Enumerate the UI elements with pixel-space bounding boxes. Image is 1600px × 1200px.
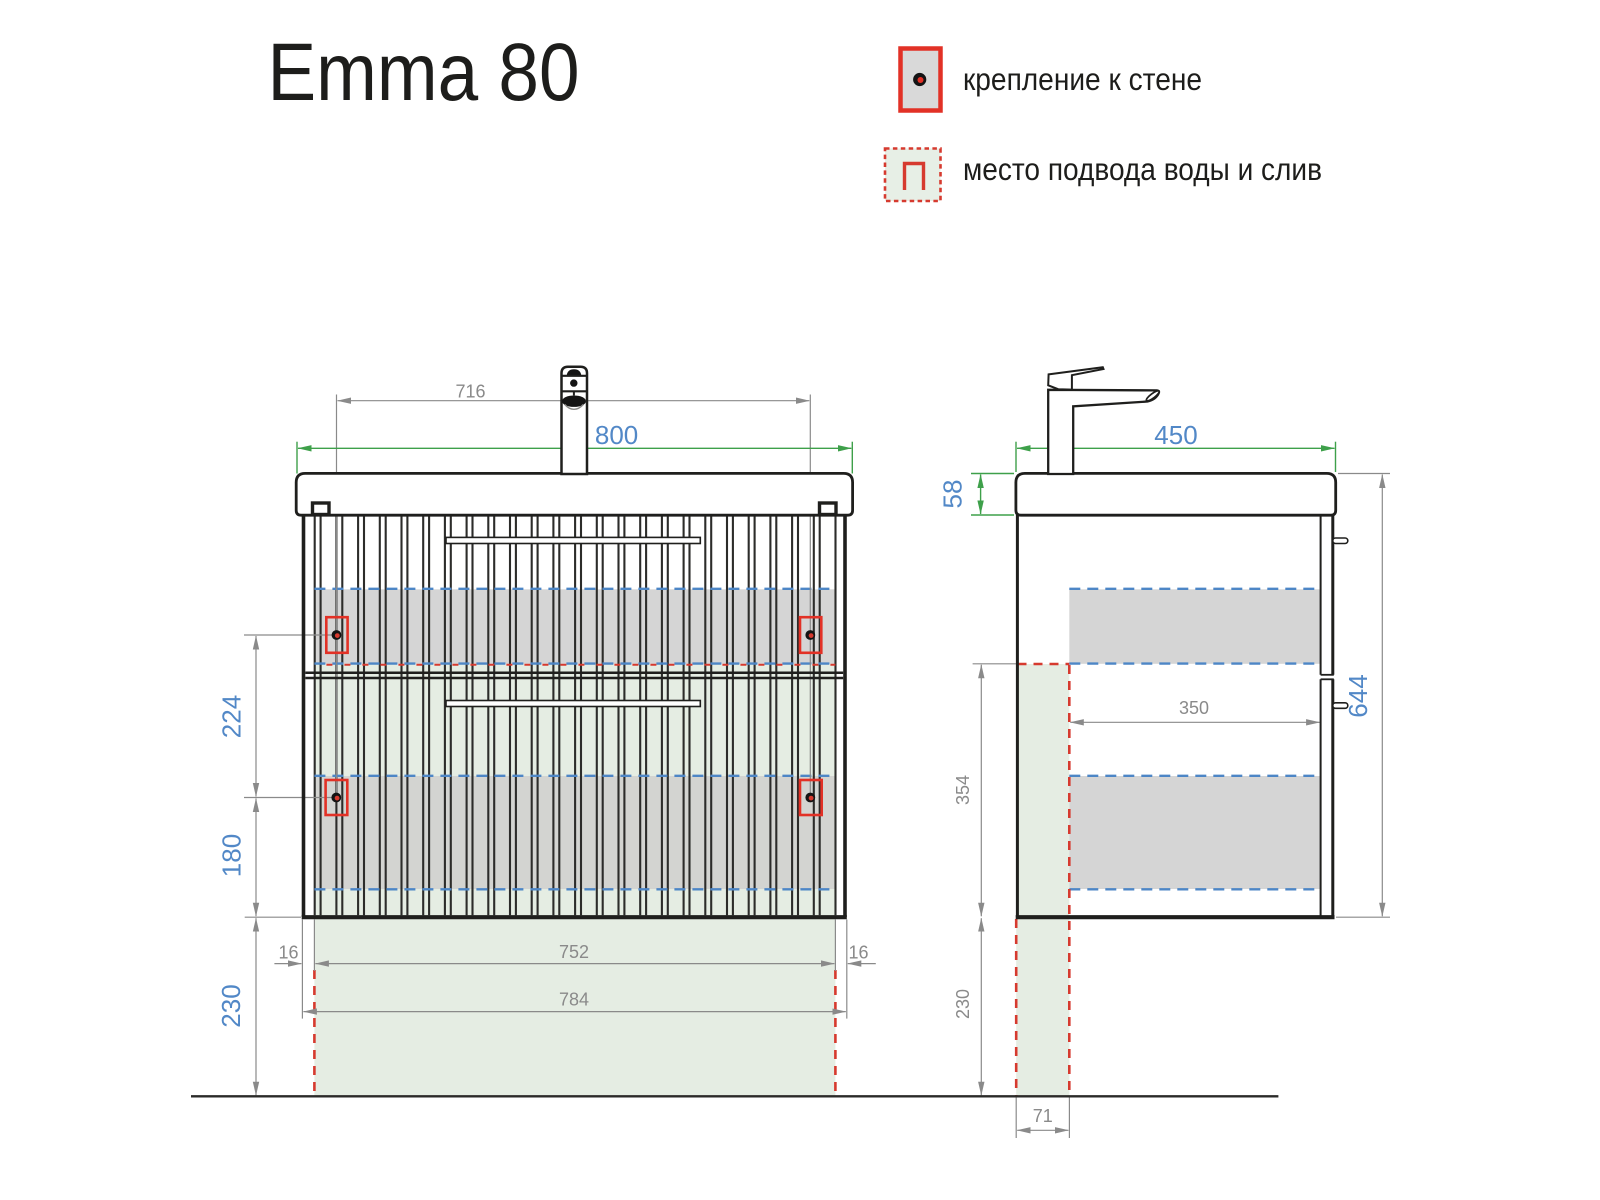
svg-text:716: 716 bbox=[455, 381, 485, 401]
svg-text:224: 224 bbox=[217, 695, 247, 738]
svg-text:784: 784 bbox=[559, 990, 589, 1010]
svg-text:16: 16 bbox=[278, 943, 298, 963]
svg-text:752: 752 bbox=[559, 942, 589, 962]
svg-text:58: 58 bbox=[938, 480, 968, 509]
svg-text:350: 350 bbox=[1179, 698, 1209, 718]
svg-text:Emma 80: Emma 80 bbox=[268, 27, 580, 118]
svg-text:место подвода воды и слив: место подвода воды и слив bbox=[963, 151, 1322, 187]
svg-text:71: 71 bbox=[1033, 1106, 1053, 1126]
svg-text:450: 450 bbox=[1154, 420, 1197, 450]
svg-text:крепление к стене: крепление к стене bbox=[963, 61, 1202, 97]
svg-text:16: 16 bbox=[848, 943, 868, 963]
svg-text:230: 230 bbox=[953, 989, 973, 1019]
svg-text:230: 230 bbox=[216, 984, 246, 1027]
svg-text:800: 800 bbox=[595, 420, 638, 450]
svg-text:644: 644 bbox=[1343, 674, 1373, 717]
svg-text:354: 354 bbox=[953, 775, 973, 805]
svg-text:180: 180 bbox=[217, 834, 247, 877]
